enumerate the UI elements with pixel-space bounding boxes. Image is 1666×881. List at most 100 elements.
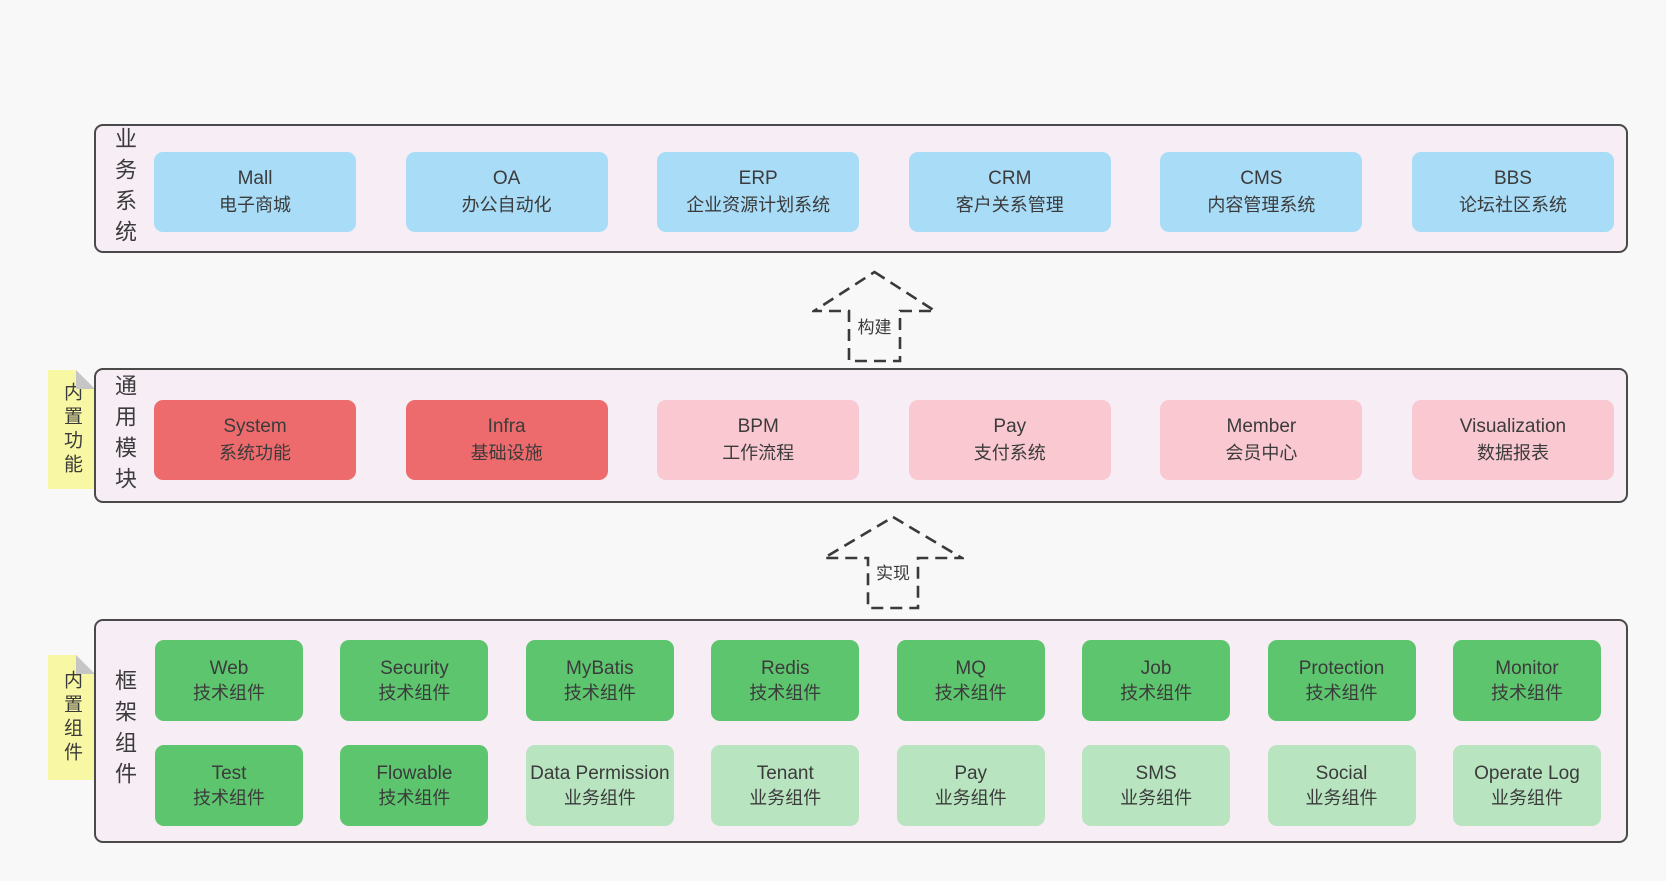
- box-title: MyBatis: [566, 657, 634, 679]
- layer-common-modules: 通用模块 System 系统功能 Infra 基础设施 BPM 工作流程 Pay…: [94, 368, 1628, 503]
- box-title: CMS: [1240, 168, 1283, 189]
- layer-business-systems: 业务系统 Mall 电子商城 OA 办公自动化 ERP 企业资源计划系统 CRM…: [94, 124, 1628, 253]
- box-subtitle: 企业资源计划系统: [686, 195, 831, 215]
- box-title: MQ: [955, 657, 986, 679]
- box-title: Social: [1315, 762, 1368, 784]
- box-subtitle: 办公自动化: [461, 195, 552, 215]
- box-subtitle: 电子商城: [219, 195, 291, 215]
- box-title: SMS: [1135, 762, 1177, 784]
- note-builtin-features: 内置功能: [48, 370, 95, 489]
- modules-box-row: System 系统功能 Infra 基础设施 BPM 工作流程 Pay 支付系统…: [154, 400, 1614, 480]
- box-subtitle: 业务组件: [1305, 787, 1378, 808]
- box-subtitle: 会员中心: [1225, 443, 1298, 463]
- box-title: Pay: [954, 762, 988, 784]
- box-web: Web 技术组件: [155, 640, 303, 721]
- layer-business-label: 业务系统: [104, 126, 144, 251]
- box-operate-log: Operate Log 业务组件: [1452, 745, 1601, 826]
- box-title: Flowable: [376, 762, 453, 784]
- note-text: 内置组件: [61, 669, 82, 766]
- box-title: ERP: [738, 168, 778, 189]
- up-arrow-shape: [812, 270, 937, 363]
- box-cms: CMS 内容管理系统: [1160, 152, 1363, 232]
- box-title: Web: [209, 657, 249, 679]
- layer-components-label: 框架组件: [104, 621, 144, 841]
- box-subtitle: 系统功能: [219, 443, 291, 463]
- box-title: Tenant: [756, 762, 814, 784]
- box-title: Monitor: [1495, 657, 1559, 679]
- box-subtitle: 技术组件: [1120, 682, 1193, 703]
- folded-corner-icon: [76, 655, 95, 674]
- box-title: Job: [1140, 657, 1172, 679]
- box-title: Member: [1226, 416, 1297, 437]
- box-subtitle: 业务组件: [749, 787, 822, 808]
- box-protection: Protection 技术组件: [1267, 640, 1416, 721]
- box-title: Pay: [993, 416, 1027, 437]
- box-title: Protection: [1298, 657, 1385, 679]
- box-subtitle: 论坛社区系统: [1458, 195, 1567, 215]
- layer-label-text: 框架组件: [112, 669, 137, 793]
- box-mq: MQ 技术组件: [896, 640, 1045, 721]
- box-title: Data Permission: [530, 762, 670, 784]
- box-pay-business: Pay 业务组件: [896, 745, 1045, 826]
- folded-corner-icon: [76, 370, 95, 389]
- box-oa: OA 办公自动化: [405, 152, 608, 232]
- box-title: Operate Log: [1474, 762, 1580, 784]
- box-title: Redis: [760, 657, 810, 679]
- box-title: System: [223, 416, 287, 437]
- box-bbs: BBS 论坛社区系统: [1411, 152, 1614, 232]
- box-test: Test 技术组件: [155, 745, 303, 826]
- box-subtitle: 技术组件: [1305, 682, 1378, 703]
- arrow-build-label: 构建: [853, 310, 896, 340]
- box-sms: SMS 业务组件: [1082, 745, 1231, 826]
- box-system: System 系统功能: [154, 400, 356, 480]
- box-pay: Pay 支付系统: [908, 400, 1111, 480]
- dashed-up-arrow-build: 构建: [812, 270, 937, 363]
- box-security: Security 技术组件: [340, 640, 489, 721]
- layer-label-text: 通用模块: [112, 373, 137, 498]
- box-subtitle: 技术组件: [749, 682, 822, 703]
- box-title: Infra: [487, 416, 526, 437]
- box-visualization: Visualization 数据报表: [1411, 400, 1614, 480]
- box-subtitle: 业务组件: [563, 787, 636, 808]
- box-title: Mall: [237, 168, 273, 189]
- box-subtitle: 技术组件: [1490, 682, 1563, 703]
- note-text: 内置功能: [61, 381, 82, 478]
- box-redis: Redis 技术组件: [711, 640, 860, 721]
- box-crm: CRM 客户关系管理: [908, 152, 1111, 232]
- box-title: BBS: [1493, 168, 1532, 189]
- up-arrow-shape: [822, 515, 964, 610]
- box-subtitle: 客户关系管理: [955, 195, 1064, 215]
- box-job: Job 技术组件: [1082, 640, 1231, 721]
- box-tenant: Tenant 业务组件: [711, 745, 860, 826]
- box-subtitle: 技术组件: [934, 682, 1007, 703]
- box-title: BPM: [737, 416, 779, 437]
- box-title: OA: [492, 168, 521, 189]
- box-subtitle: 技术组件: [193, 787, 265, 808]
- box-subtitle: 技术组件: [378, 787, 451, 808]
- box-subtitle: 支付系统: [973, 443, 1046, 463]
- components-box-row-1: Web 技术组件 Security 技术组件 MyBatis 技术组件 Redi…: [155, 640, 1601, 721]
- box-title: CRM: [988, 168, 1032, 189]
- layer-framework-components: 框架组件 Web 技术组件 Security 技术组件 MyBatis 技术组件…: [94, 619, 1628, 843]
- box-monitor: Monitor 技术组件: [1452, 640, 1601, 721]
- box-data-permission: Data Permission 业务组件: [525, 745, 674, 826]
- box-mall: Mall 电子商城: [154, 152, 356, 232]
- box-subtitle: 数据报表: [1476, 443, 1549, 463]
- box-subtitle: 技术组件: [193, 682, 265, 703]
- box-subtitle: 业务组件: [1120, 787, 1193, 808]
- box-mybatis: MyBatis 技术组件: [525, 640, 674, 721]
- box-social: Social 业务组件: [1267, 745, 1416, 826]
- box-subtitle: 基础设施: [470, 443, 543, 463]
- business-box-row: Mall 电子商城 OA 办公自动化 ERP 企业资源计划系统 CRM 客户关系…: [154, 152, 1614, 232]
- layer-label-text: 业务系统: [112, 126, 137, 251]
- box-member: Member 会员中心: [1160, 400, 1363, 480]
- box-title: Visualization: [1459, 416, 1567, 437]
- components-box-row-2: Test 技术组件 Flowable 技术组件 Data Permission …: [155, 745, 1601, 826]
- box-subtitle: 工作流程: [722, 443, 795, 463]
- box-flowable: Flowable 技术组件: [340, 745, 489, 826]
- box-bpm: BPM 工作流程: [657, 400, 860, 480]
- box-infra: Infra 基础设施: [405, 400, 608, 480]
- box-title: Security: [380, 657, 449, 679]
- box-subtitle: 内容管理系统: [1207, 195, 1316, 215]
